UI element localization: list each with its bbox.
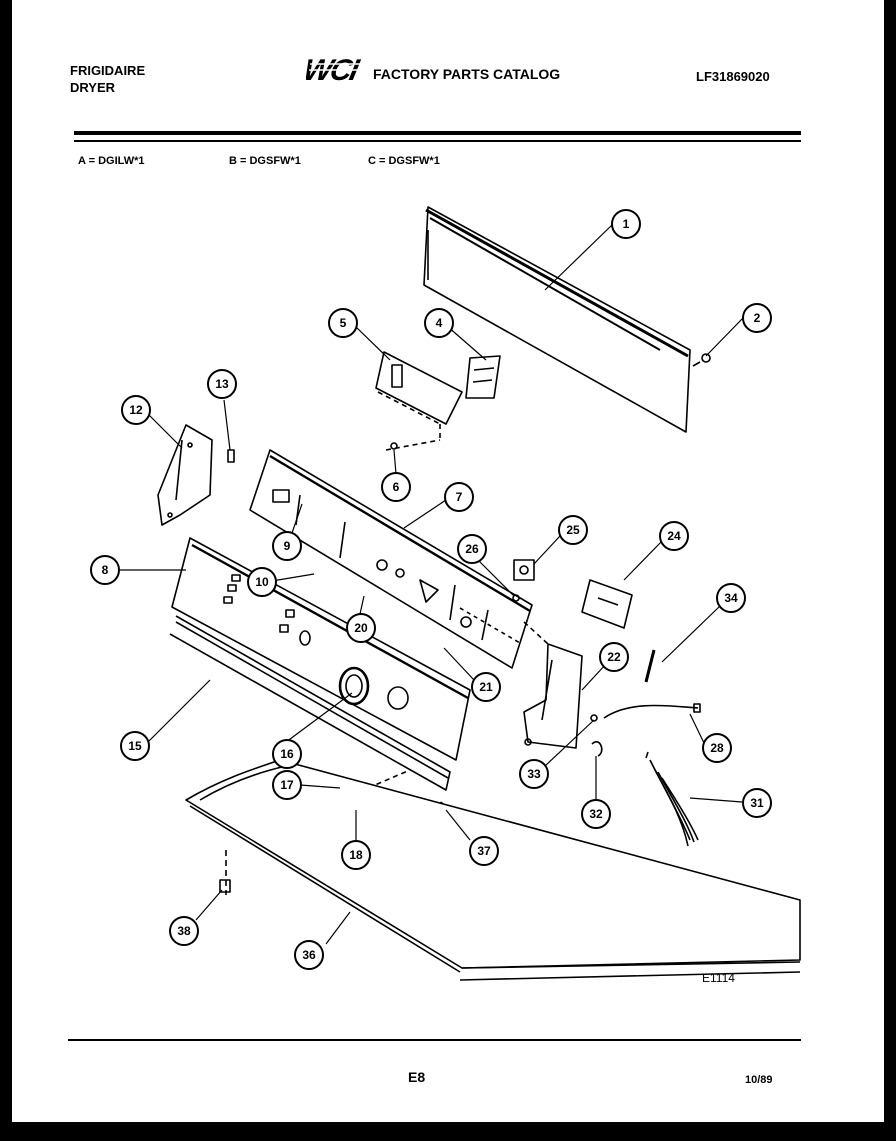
- part-timer-24: [581, 579, 633, 629]
- callout-10: 10: [247, 567, 277, 597]
- callout-9: 9: [272, 531, 302, 561]
- svg-text:25: 25: [566, 523, 580, 537]
- svg-text:9: 9: [284, 539, 291, 553]
- footer-rule: [68, 1039, 801, 1041]
- header-rule-thin: [74, 140, 801, 142]
- svg-text:6: 6: [393, 480, 400, 494]
- callout-36: 36: [294, 940, 324, 970]
- callout-38: 38: [169, 916, 199, 946]
- callout-21: 21: [471, 672, 501, 702]
- svg-text:38: 38: [177, 924, 191, 938]
- svg-text:33: 33: [527, 767, 541, 781]
- catalog-number: LF31869020: [696, 69, 770, 84]
- callout-37: 37: [469, 836, 499, 866]
- svg-text:26: 26: [465, 542, 479, 556]
- callout-16: 16: [272, 739, 302, 769]
- svg-text:34: 34: [724, 591, 738, 605]
- part-rear-panel: [423, 206, 691, 433]
- header-rule: [74, 131, 801, 135]
- svg-text:7: 7: [456, 490, 463, 504]
- part-wire-28: [603, 703, 701, 719]
- part-end-cap-22: [523, 621, 583, 749]
- callout-13: 13: [207, 369, 237, 399]
- callout-31: 31: [742, 788, 772, 818]
- svg-text:18: 18: [349, 848, 363, 862]
- diagram-code: E1114: [702, 971, 735, 985]
- svg-text:4: 4: [436, 316, 443, 330]
- callouts: 1 2 4 5 6 7 8 9 10 12 13 15 16 17 18 20 …: [90, 209, 772, 970]
- svg-text:36: 36: [302, 948, 316, 962]
- revision-date: 10/89: [745, 1074, 773, 1086]
- appliance-type: DRYER: [70, 80, 116, 95]
- part-top-36: [185, 759, 801, 981]
- model-a: A = DGILW*1: [78, 155, 145, 167]
- callout-25: 25: [558, 515, 588, 545]
- svg-text:37: 37: [477, 844, 491, 858]
- callout-28: 28: [702, 733, 732, 763]
- callout-20: 20: [346, 613, 376, 643]
- svg-text:24: 24: [667, 529, 681, 543]
- part-clip-13: [227, 449, 235, 463]
- part-trim-15: [169, 615, 451, 791]
- svg-text:21: 21: [479, 680, 493, 694]
- callout-2: 2: [742, 303, 772, 333]
- svg-text:20: 20: [354, 621, 368, 635]
- callout-5: 5: [328, 308, 358, 338]
- svg-text:22: 22: [607, 650, 621, 664]
- part-clip-32: [591, 741, 603, 757]
- part-switch-25: [513, 559, 535, 581]
- callout-4: 4: [424, 308, 454, 338]
- svg-text:8: 8: [102, 563, 109, 577]
- part-end-cap-12: [157, 424, 213, 526]
- svg-text:5: 5: [340, 316, 347, 330]
- part-bracket-5: [375, 351, 463, 440]
- callout-24: 24: [659, 521, 689, 551]
- svg-text:12: 12: [129, 403, 143, 417]
- svg-text:16: 16: [280, 747, 294, 761]
- callout-33: 33: [519, 759, 549, 789]
- part-lamp-26: [512, 594, 520, 602]
- page-number: E8: [408, 1069, 426, 1085]
- callout-26: 26: [457, 534, 487, 564]
- svg-text:10: 10: [255, 575, 269, 589]
- callout-6: 6: [381, 472, 411, 502]
- part-harness-31: [645, 751, 699, 847]
- svg-text:15: 15: [128, 739, 142, 753]
- callout-34: 34: [716, 583, 746, 613]
- catalog-title: FACTORY PARTS CATALOG: [373, 66, 561, 82]
- svg-text:32: 32: [589, 807, 603, 821]
- callout-22: 22: [599, 642, 629, 672]
- part-screw-2: [692, 353, 711, 367]
- part-screw-6: [385, 439, 441, 451]
- callout-12: 12: [121, 395, 151, 425]
- model-b: B = DGSFW*1: [229, 155, 301, 167]
- part-console-front-8: [171, 537, 471, 761]
- callout-17: 17: [272, 770, 302, 800]
- model-c: C = DGSFW*1: [368, 155, 440, 167]
- brand-block: FRIGIDAIRE DRYER: [70, 62, 145, 96]
- part-connector-34: [644, 649, 656, 683]
- callout-15: 15: [120, 731, 150, 761]
- brand-name: FRIGIDAIRE: [70, 63, 146, 78]
- svg-text:2: 2: [754, 311, 761, 325]
- callout-8: 8: [90, 555, 120, 585]
- svg-text:17: 17: [280, 778, 294, 792]
- part-screw-33: [590, 714, 598, 722]
- svg-text:1: 1: [623, 217, 630, 231]
- part-knob-16: [338, 666, 370, 706]
- callout-32: 32: [581, 799, 611, 829]
- part-switch-4: [465, 355, 501, 399]
- callout-7: 7: [444, 482, 474, 512]
- svg-text:13: 13: [215, 377, 229, 391]
- leader-lines: [120, 223, 744, 945]
- part-hinge-38: [219, 850, 231, 895]
- svg-text:28: 28: [710, 741, 724, 755]
- callout-18: 18: [341, 840, 371, 870]
- svg-text:31: 31: [750, 796, 764, 810]
- part-control-panel-7: [249, 449, 533, 669]
- callout-1: 1: [611, 209, 641, 239]
- wci-logo: WCI: [306, 54, 370, 86]
